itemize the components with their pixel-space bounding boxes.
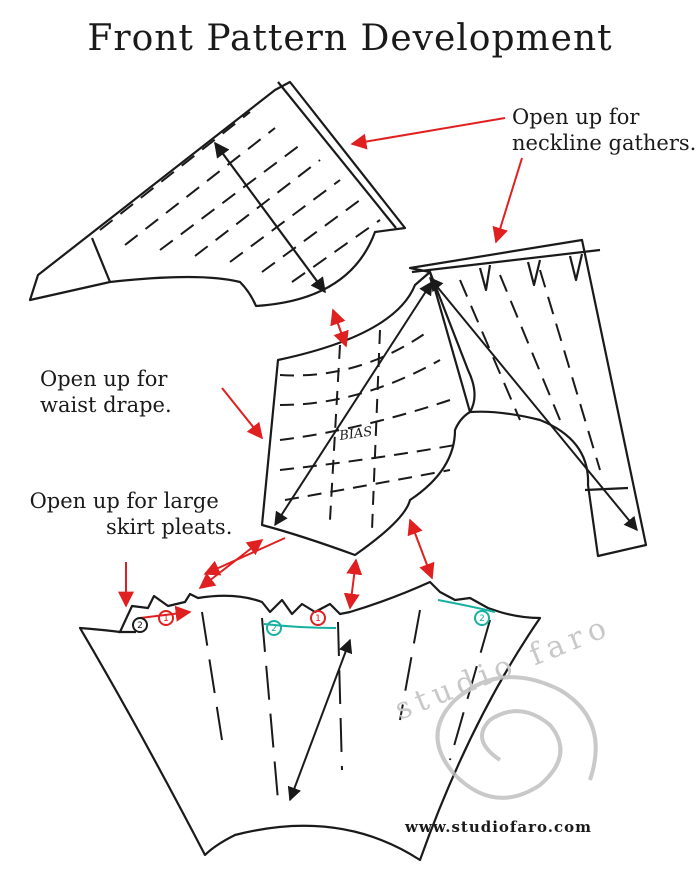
neckline-annotation-line: Open up for — [512, 105, 640, 129]
back-pattern-piece — [408, 238, 648, 558]
website-url: www.studiofaro.com — [405, 818, 592, 836]
bias-label: BIAS — [337, 425, 373, 445]
pleat-marks — [132, 599, 496, 636]
waist-annotation: Open up for waist drape. — [40, 366, 172, 418]
neckline-annotation: Open up for neckline gathers. — [512, 104, 696, 156]
neckline-annotation-line: neckline gathers. — [512, 131, 697, 155]
pleat-marker: 2 — [271, 624, 277, 634]
page-title: Front Pattern Development — [87, 18, 613, 59]
pleats-annotation-line: Open up for large — [29, 489, 219, 513]
sleeve-pattern-piece — [28, 80, 407, 308]
pleats-annotation-line: skirt pleats. — [106, 515, 233, 539]
pleats-annotation: Open up for large skirt pleats. — [16, 488, 233, 540]
pleat-marker: 1 — [315, 614, 321, 624]
annotation-arrows — [118, 117, 523, 610]
waist-annotation-line: waist drape. — [40, 393, 172, 417]
pleat-marker-labels: 2 1 2 1 2 — [137, 614, 485, 634]
waist-annotation-line: Open up for — [40, 367, 168, 391]
pleat-marker: 1 — [163, 614, 169, 624]
studio-faro-watermark-icon — [435, 675, 598, 800]
pleat-marker: 2 — [137, 621, 143, 631]
pleat-marker: 2 — [479, 614, 485, 624]
